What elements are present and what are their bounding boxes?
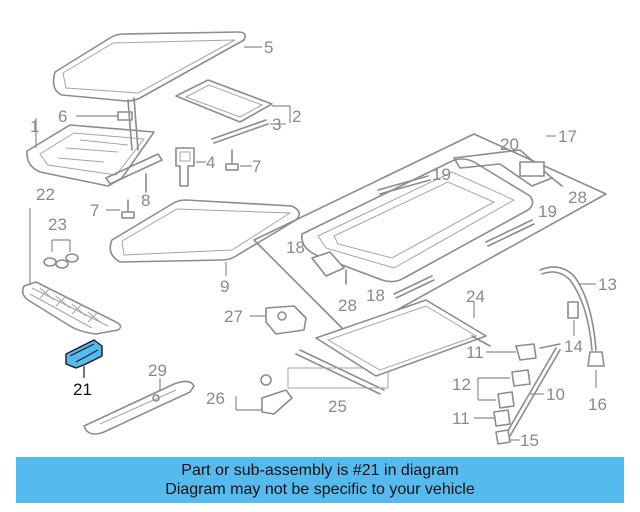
callout-15[interactable]: 15 [520,431,539,450]
part-19-rail [377,175,535,247]
callout-5[interactable]: 5 [264,38,273,57]
part-23-clips [43,239,79,269]
banner-line-1: Part or sub-assembly is #21 in diagram [181,462,459,479]
info-banner: Part or sub-assembly is #21 in diagram D… [16,457,624,503]
part-5-glass-panel [52,31,262,102]
part-15-grommet [495,429,520,445]
callout-19b[interactable]: 19 [538,202,557,221]
callout-18a[interactable]: 18 [286,238,305,257]
part-7-bolt [106,149,252,219]
callout-20[interactable]: 20 [500,135,519,154]
callout-28a[interactable]: 28 [568,188,587,207]
part-21-cover[interactable] [65,339,103,378]
callout-7b[interactable]: 7 [90,201,99,220]
part-17-roof-frame [253,133,607,337]
part-4-bracket [175,147,206,187]
callout-12[interactable]: 12 [452,375,471,394]
callout-14[interactable]: 14 [564,337,583,356]
part-12-clips [477,369,531,409]
callout-29[interactable]: 29 [148,361,167,380]
part-27-motor [250,305,307,335]
callout-13[interactable]: 13 [598,275,617,294]
part-25-bar [287,349,389,395]
part-10-drain-hose [505,343,561,437]
callout-21[interactable]: 21 [73,380,92,399]
callout-2[interactable]: 2 [292,107,301,126]
callout-24[interactable]: 24 [466,287,485,306]
part-3-strip [211,119,286,144]
callout-25[interactable]: 25 [328,397,347,416]
callout-19a[interactable]: 19 [432,165,451,184]
callout-3[interactable]: 3 [272,115,281,134]
part-11-clip [474,343,537,427]
callout-4[interactable]: 4 [206,153,215,172]
callout-10[interactable]: 10 [546,385,565,404]
callout-17[interactable]: 17 [558,127,577,146]
callout-27[interactable]: 27 [224,307,243,326]
callout-9[interactable]: 9 [220,277,229,296]
part-16-grommet [587,351,605,388]
callout-8[interactable]: 8 [141,191,150,210]
part-28-bolt [345,177,563,285]
part-14-clip [567,301,579,336]
part-26-bracket [235,374,293,415]
callout-1[interactable]: 1 [30,117,39,136]
part-2-panel [175,79,291,123]
part-22-deflector [21,208,122,335]
callout-11a[interactable]: 11 [466,343,484,362]
callout-18b[interactable]: 18 [366,286,385,305]
part-24-sunshade [315,299,491,377]
callout-6[interactable]: 6 [58,107,67,126]
part-6-link [76,111,133,121]
callout-26[interactable]: 26 [206,389,225,408]
callout-22[interactable]: 22 [36,185,55,204]
callout-23[interactable]: 23 [48,215,67,234]
part-1-sunshade-frame [26,97,163,187]
callout-16[interactable]: 16 [588,395,607,414]
part-29-handle [83,378,195,435]
part-13-drain-hose [539,266,597,351]
callout-7a[interactable]: 7 [252,157,261,176]
part-18-guide [311,251,435,299]
callout-11b[interactable]: 11 [452,409,470,428]
part-9-seal [109,199,300,276]
callout-28b[interactable]: 28 [338,296,357,315]
banner-line-2: Diagram may not be specific to your vehi… [165,481,475,498]
